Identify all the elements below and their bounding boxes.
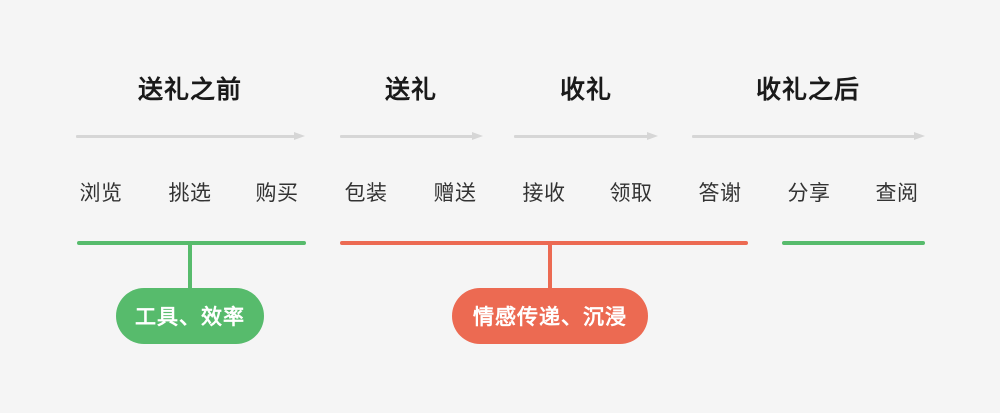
phase-title-0: 送礼之前 [137,76,243,104]
step-label-4: 赠送 [433,182,477,205]
phase-title-2: 收礼 [559,76,613,104]
bracket-after-receiving [782,241,925,245]
step-label-3: 包装 [344,182,388,205]
arrow-before-gifting-icon [76,132,305,141]
step-label-7: 答谢 [698,182,742,205]
pill-tools-efficiency[interactable]: 工具、效率 [116,288,264,344]
arrow-head [647,132,658,140]
arrow-shaft [514,135,648,138]
arrow-head [914,132,925,140]
step-label-5: 接收 [522,182,566,205]
step-label-1: 挑选 [168,182,212,205]
arrow-shaft [340,135,473,138]
connector-emotion-immersion [548,243,552,291]
step-label-8: 分享 [787,182,831,205]
step-label-0: 浏览 [79,182,123,205]
phase-title-1: 送礼 [384,76,438,104]
arrow-after-receiving-icon [692,132,925,141]
arrow-shaft [76,135,295,138]
arrow-head [294,132,305,140]
pill-emotion-immersion[interactable]: 情感传递、沉浸 [452,288,648,344]
arrow-head [472,132,483,140]
step-label-6: 领取 [609,182,653,205]
arrow-gifting-icon [340,132,483,141]
arrow-receiving-icon [514,132,658,141]
connector-tools-efficiency [188,243,192,291]
arrow-shaft [692,135,915,138]
step-label-9: 查阅 [875,182,919,205]
phase-title-3: 收礼之后 [755,76,861,104]
step-label-2: 购买 [255,182,299,205]
bracket-emotion-immersion [340,241,748,245]
